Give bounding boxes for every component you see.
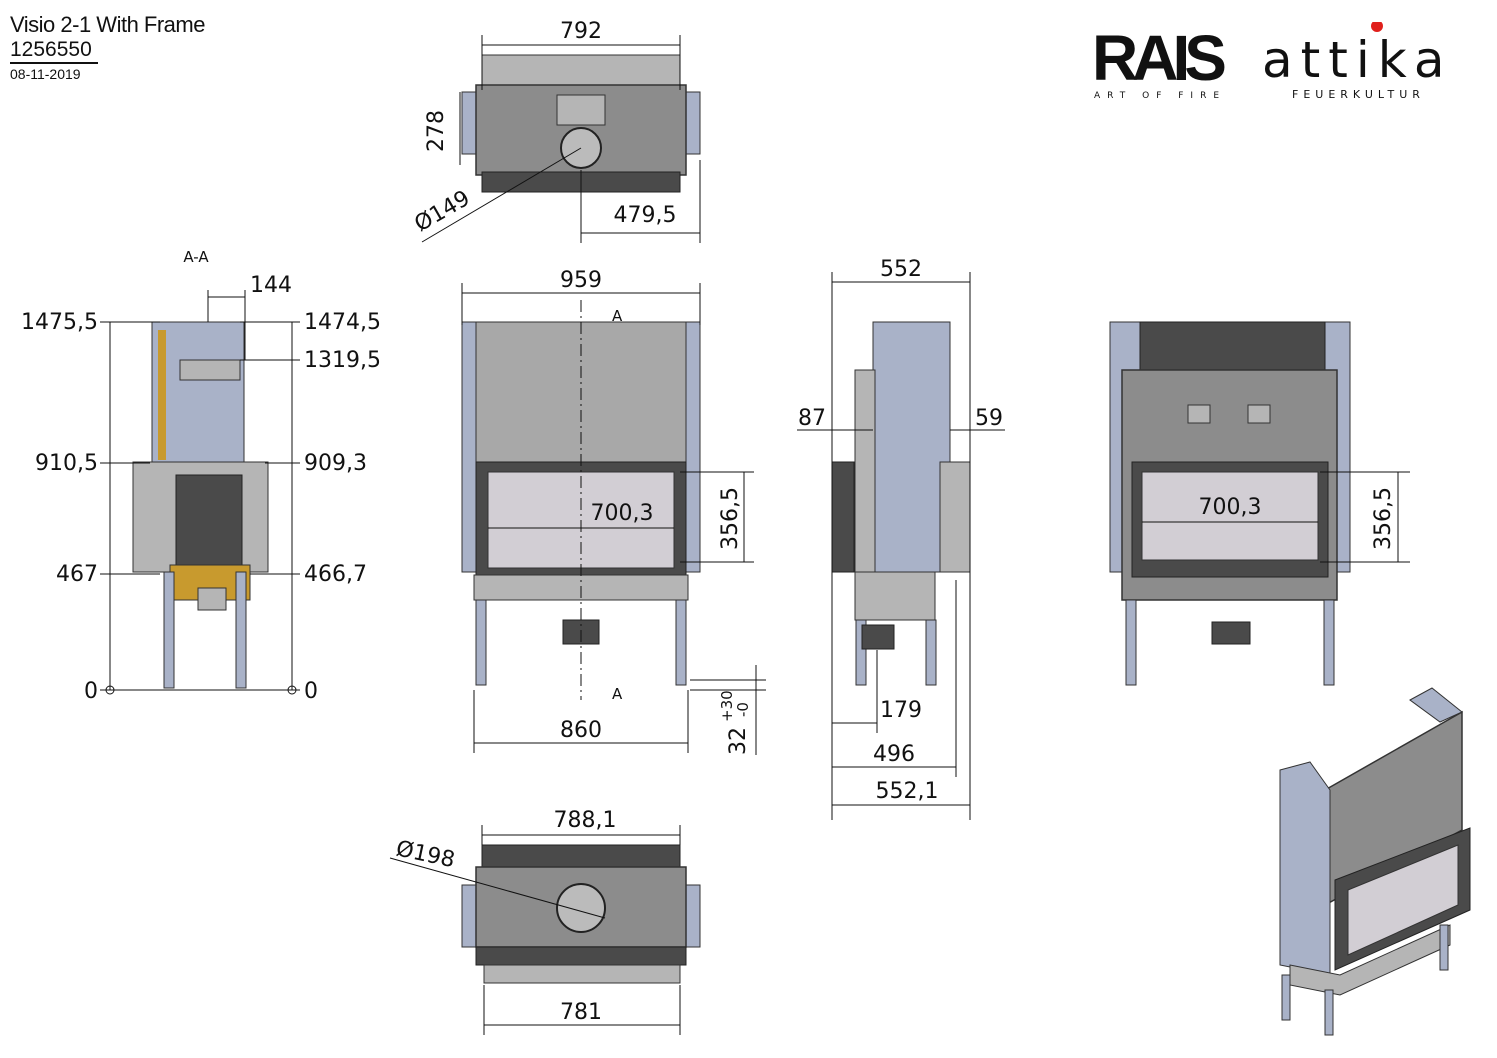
logo-attika: attika (1262, 31, 1452, 89)
isometric-view (1279, 687, 1471, 1036)
section-offset-dim: 144 (250, 273, 292, 298)
flue-offset-dim: 479,5 (614, 203, 677, 228)
left-height-3: 467 (56, 562, 98, 587)
logo-rais: RAIS (1092, 22, 1225, 94)
logo-rais-tagline: ART OF FIRE (1094, 91, 1226, 101)
front-glass-height-dim: 356,5 (718, 487, 743, 550)
front-width-dim: 959 (560, 268, 602, 293)
side-dim-179: 179 (880, 698, 922, 723)
right-height-5: 0 (304, 679, 318, 704)
side-dim-496: 496 (873, 742, 915, 767)
leg-adjust-dim: 32 (726, 727, 751, 755)
front-view: A A 959 700,3 356,5 860 32 +30 -0 (461, 268, 766, 755)
top-depth-dim: 278 (424, 110, 449, 152)
right-height-1: 1474,5 (304, 310, 381, 335)
back-glass-width-dim: 700,3 (1199, 495, 1262, 520)
section-view: A-A 144 1475,5 910,5 467 0 1474,5 1319,5… (21, 248, 381, 704)
leg-span-dim: 860 (560, 718, 602, 743)
side-right-offset-dim: 59 (975, 406, 1003, 431)
bottom-view: 788,1 Ø198 781 (389, 808, 701, 1035)
side-view: 552 87 59 179 496 552,1 (797, 257, 1005, 820)
back-view: 700,3 356,5 (1109, 321, 1410, 686)
front-glass-width-dim: 700,3 (591, 501, 654, 526)
rais-attika-logo: RAIS attika ART OF FIRE FEUERKULTUR (1092, 22, 1452, 101)
leg-adjust-tol-minus: -0 (734, 702, 752, 717)
back-glass-height-dim: 356,5 (1371, 487, 1396, 550)
section-mark-bottom: A (612, 685, 623, 703)
base-width-dim: 781 (560, 1000, 602, 1025)
title-block: Visio 2-1 With Frame 1256550 08-11-2019 (10, 12, 205, 82)
top-view: 792 278 Ø149 479,5 (411, 19, 701, 243)
bottom-width-dim: 788,1 (554, 808, 617, 833)
logo-dot (1371, 22, 1383, 32)
drawing-title: Visio 2-1 With Frame (10, 12, 205, 37)
side-total-depth-dim: 552,1 (876, 779, 939, 804)
top-width-dim: 792 (560, 19, 602, 44)
side-left-offset-dim: 87 (798, 406, 826, 431)
side-depth-dim: 552 (880, 257, 922, 282)
right-height-3: 909,3 (304, 451, 367, 476)
left-height-2: 910,5 (35, 451, 98, 476)
section-label: A-A (183, 248, 209, 266)
left-height-1: 1475,5 (21, 310, 98, 335)
right-height-4: 466,7 (304, 562, 367, 587)
document-number: 1256550 (10, 38, 98, 64)
section-mark-top: A (612, 307, 623, 325)
leg-adjust-tol-plus: +30 (718, 690, 736, 722)
drawing-date: 08-11-2019 (10, 66, 81, 82)
left-height-4: 0 (84, 679, 98, 704)
logo-attika-tagline: FEUERKULTUR (1292, 88, 1425, 101)
right-height-2: 1319,5 (304, 348, 381, 373)
